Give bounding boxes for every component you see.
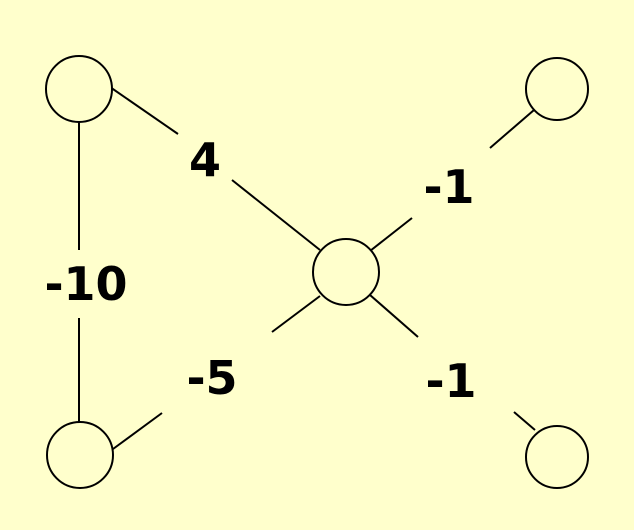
edge-tl-center-b [231,179,321,251]
node-bottom-left [46,421,114,489]
edge-center-br-a [369,294,419,338]
node-top-left [45,55,113,123]
edge-center-br-b [513,411,536,431]
node-center [312,238,380,306]
node-top-right [525,57,589,121]
edge-center-tr-a [369,217,413,252]
edge-center-tr-b [489,109,535,149]
edge-weight-label: -10 [44,257,127,311]
edge-tl-center-a [109,86,179,135]
edge-weight-label: -5 [186,351,237,405]
node-bottom-right [525,425,589,489]
edge-center-bl-a [271,295,321,333]
edge-weight-label: -1 [425,354,476,408]
edge-center-bl-b [112,412,163,450]
edge-weight-label: 4 [189,133,221,187]
edge-weight-label: -1 [423,160,474,214]
